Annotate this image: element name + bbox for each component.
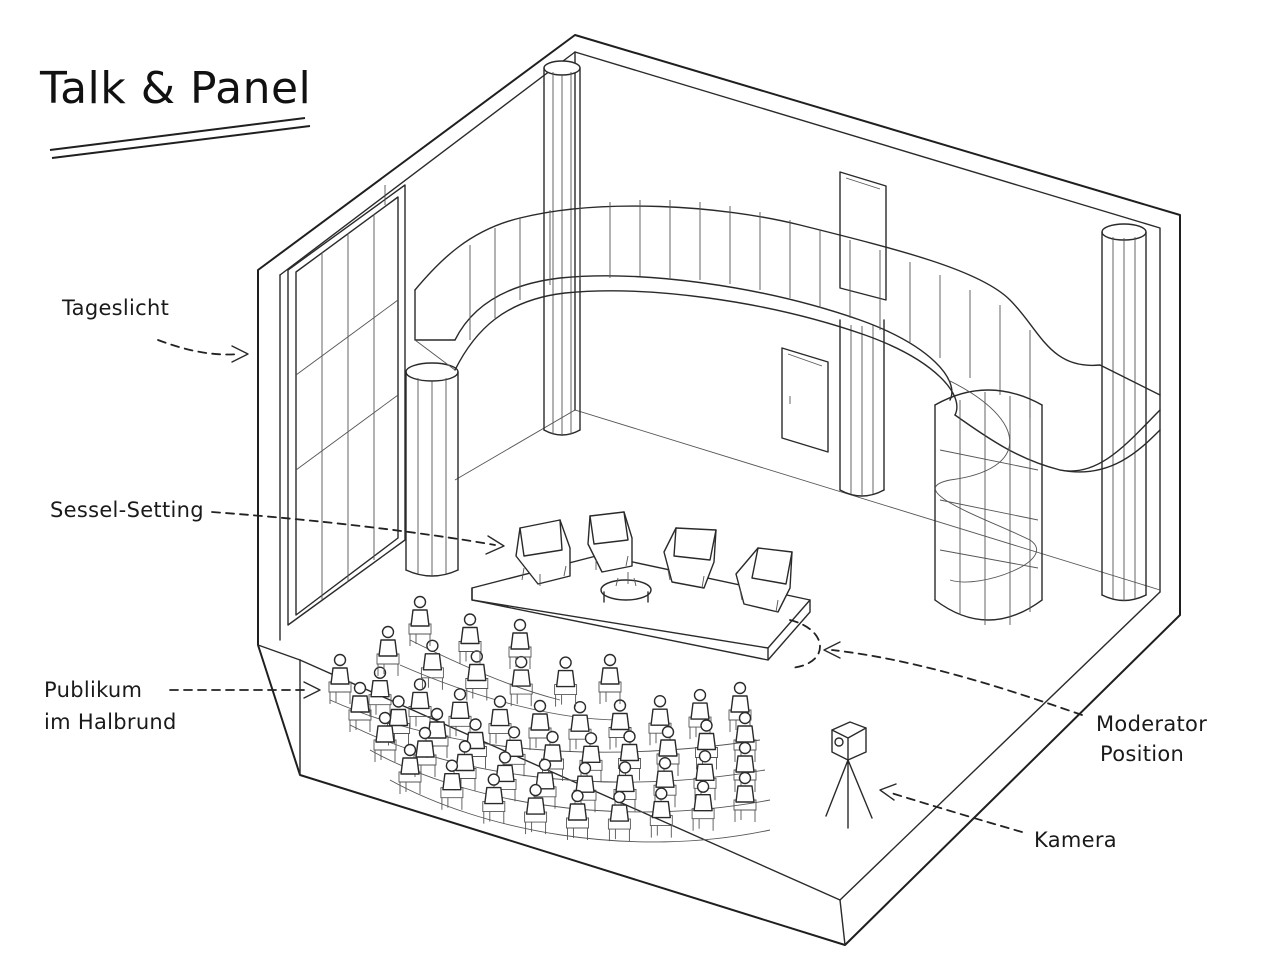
audience-member <box>493 751 517 802</box>
audience-member <box>465 650 489 701</box>
audience-member <box>488 695 512 746</box>
audience-member <box>528 699 552 750</box>
label-camera: Kamera <box>1034 828 1117 852</box>
door-ground <box>781 347 829 453</box>
armchair-2 <box>587 511 633 573</box>
audience-member <box>733 711 757 762</box>
audience-member <box>508 618 532 669</box>
audience-member <box>733 741 757 792</box>
camera <box>825 721 873 829</box>
audience-member <box>554 656 578 707</box>
audience-member <box>509 655 533 707</box>
arrow-armchairs <box>211 511 505 555</box>
coffee-table <box>600 572 652 603</box>
audience-member <box>348 681 372 732</box>
audience-member <box>728 681 752 732</box>
label-armchairs: Sessel-Setting <box>50 498 204 522</box>
audience-member <box>649 787 673 838</box>
audience-member <box>448 688 472 739</box>
column-center <box>839 319 885 497</box>
audience-member <box>398 743 422 794</box>
audience-member <box>656 725 680 776</box>
audience-member <box>598 653 622 704</box>
audience-member <box>502 726 526 777</box>
arrow-audience <box>169 681 321 699</box>
audience-member <box>607 790 631 842</box>
arrow-camera <box>879 783 1023 833</box>
column-front-left <box>405 362 459 577</box>
arrow-moderator <box>823 641 1083 716</box>
column-right <box>1101 223 1147 602</box>
audience-member <box>373 711 397 762</box>
audience-member <box>693 750 717 801</box>
audience-member <box>440 759 464 810</box>
audience-member <box>482 773 506 824</box>
title-underline <box>49 117 311 159</box>
audience-member <box>691 780 715 831</box>
audience-member <box>533 758 557 809</box>
audience-member <box>524 783 548 835</box>
audience-member <box>566 789 589 840</box>
audience-member <box>733 771 757 822</box>
audience-member <box>579 732 603 783</box>
label-audience-line2: im Halbrund <box>44 710 177 734</box>
audience-members <box>328 595 757 842</box>
daylight-window <box>287 184 406 626</box>
arrow-daylight <box>157 339 249 363</box>
audience-member <box>328 653 352 704</box>
audience-member <box>541 730 564 781</box>
audience-member <box>458 613 482 664</box>
audience-member <box>688 688 712 740</box>
armchair-3 <box>663 527 717 589</box>
audience-member <box>376 625 400 676</box>
audience-member <box>573 762 597 813</box>
label-moderator-line2: Position <box>1100 742 1185 766</box>
gallery-balcony <box>414 200 1161 473</box>
page-title: Talk & Panel <box>40 63 312 114</box>
moderator-position <box>789 619 821 669</box>
armchair-1 <box>515 519 571 586</box>
audience-member <box>618 730 641 781</box>
audience-member <box>408 595 432 646</box>
armchair-4 <box>735 547 793 613</box>
audience-member <box>413 726 437 777</box>
audience-member <box>368 666 392 717</box>
audience-member <box>653 757 677 808</box>
door-gallery <box>839 171 887 301</box>
label-audience-line1: Publikum <box>44 678 143 702</box>
label-daylight: Tageslicht <box>62 296 170 320</box>
audience-member <box>568 701 592 752</box>
label-moderator-line1: Moderator <box>1096 712 1208 736</box>
audience-member <box>695 719 718 770</box>
spiral-staircase <box>934 379 1043 625</box>
audience-member <box>408 678 432 729</box>
